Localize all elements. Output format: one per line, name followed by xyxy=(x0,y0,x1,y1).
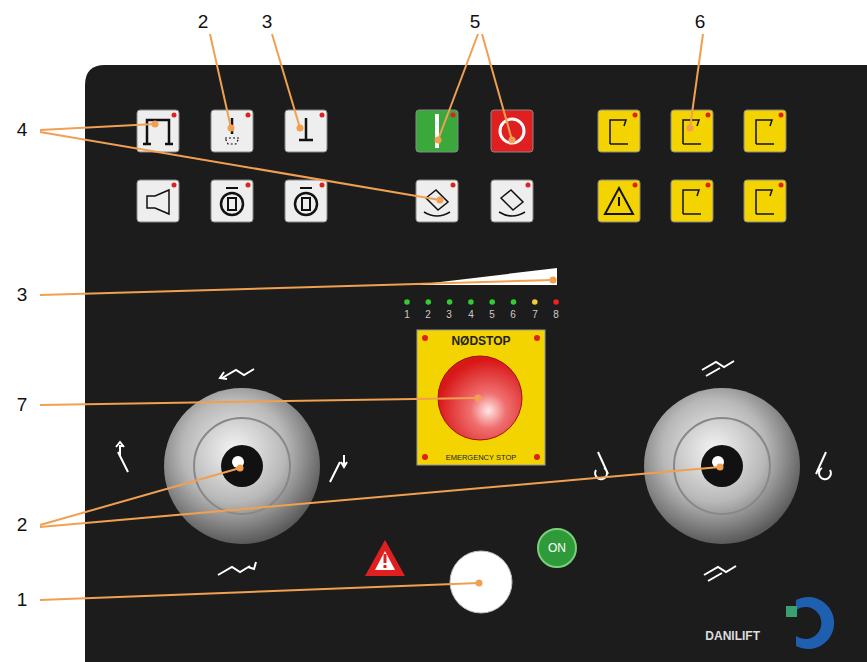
warning-inner xyxy=(375,551,395,570)
led-number: 3 xyxy=(446,310,452,320)
leader-line xyxy=(40,583,479,600)
leader-dot xyxy=(550,277,557,284)
led xyxy=(404,299,410,305)
button-label: ON xyxy=(548,541,566,555)
white-button xyxy=(450,551,512,613)
panel-face xyxy=(85,65,867,662)
leader-line xyxy=(482,34,512,140)
leader-dot xyxy=(152,121,159,128)
leader-dot xyxy=(228,125,235,132)
led-number: 4 xyxy=(468,310,474,320)
joystick-glyphs xyxy=(116,361,831,581)
leader-line xyxy=(40,280,553,295)
led-number: 8 xyxy=(553,310,559,320)
leader-dot xyxy=(437,197,444,204)
leader-line xyxy=(40,132,440,200)
leader-dot xyxy=(435,137,442,144)
led-number: 6 xyxy=(510,310,516,320)
panel-button xyxy=(671,180,713,222)
leader-dot xyxy=(237,465,244,472)
panel-button xyxy=(285,110,327,152)
leader-dot xyxy=(476,580,483,587)
callout-number: 1 xyxy=(17,590,28,609)
leader-line xyxy=(210,34,231,128)
leader-line xyxy=(40,468,240,525)
leader-dot xyxy=(509,137,516,144)
plate-title: NØDSTOP xyxy=(451,334,510,348)
joystick-right xyxy=(644,388,800,544)
emergency-stop: NØDSTOP EMERGENCY STOP xyxy=(417,330,545,465)
led-number: 5 xyxy=(489,310,495,320)
panel-button xyxy=(211,110,253,152)
panel-button xyxy=(137,110,179,152)
callout-number: 3 xyxy=(17,285,28,304)
leader-dot xyxy=(687,125,694,132)
panel-button xyxy=(211,180,253,222)
callout-number: 5 xyxy=(470,12,481,31)
led xyxy=(447,299,453,305)
panel-button xyxy=(598,180,640,222)
leader-dot xyxy=(297,125,304,132)
callout-number: 6 xyxy=(695,12,706,31)
led xyxy=(426,299,432,305)
callout-number: 4 xyxy=(17,120,28,139)
leader-lines xyxy=(40,34,724,600)
led-number: 7 xyxy=(532,310,538,320)
on-button: ON xyxy=(537,528,577,568)
callout-number: 2 xyxy=(17,515,28,534)
warning-dot xyxy=(384,565,387,568)
panel-button xyxy=(416,180,458,222)
callout-number: 7 xyxy=(17,395,28,414)
led xyxy=(532,299,538,305)
warning-mark xyxy=(384,554,387,563)
brand-logo: DANILIFT xyxy=(705,630,760,642)
led xyxy=(468,299,474,305)
led-number: 1 xyxy=(404,310,410,320)
logo-arc xyxy=(796,597,834,649)
leader-dot xyxy=(475,395,482,402)
warning-triangle xyxy=(365,540,405,576)
joystick-left xyxy=(164,388,320,544)
leader-dot xyxy=(717,464,724,471)
panel-button xyxy=(491,180,533,222)
panel-button xyxy=(491,110,533,152)
led-number: 2 xyxy=(425,310,431,320)
leader-line xyxy=(438,34,478,140)
callout-number: 2 xyxy=(198,12,209,31)
panel-button xyxy=(416,110,458,152)
led xyxy=(511,299,517,305)
leader-line xyxy=(40,398,478,405)
leader-line xyxy=(40,467,720,527)
panel-button xyxy=(598,110,640,152)
leader-line xyxy=(40,124,155,130)
logo-square xyxy=(786,606,797,617)
led xyxy=(489,299,495,305)
plate-subtitle: EMERGENCY STOP xyxy=(446,453,517,462)
callout-number: 3 xyxy=(262,12,273,31)
plate-dots xyxy=(422,335,540,460)
led xyxy=(553,299,559,305)
panel-button xyxy=(744,110,786,152)
panel-button xyxy=(285,180,327,222)
panel-button xyxy=(137,180,179,222)
leds xyxy=(404,299,559,305)
estop-plate xyxy=(417,330,545,465)
panel-button xyxy=(744,180,786,222)
leader-line xyxy=(272,34,300,128)
leader-line xyxy=(690,34,703,128)
